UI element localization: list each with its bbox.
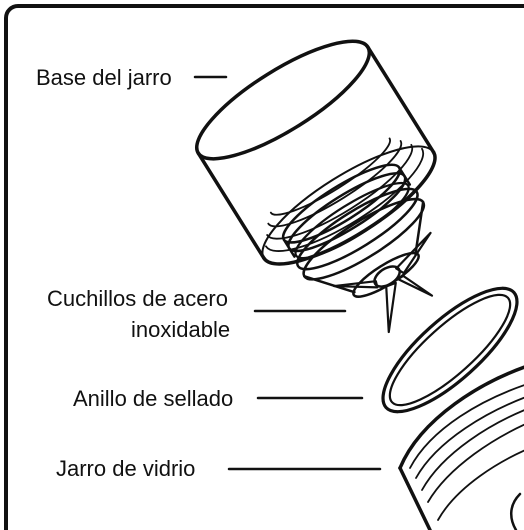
blade-assembly-part bbox=[281, 163, 434, 334]
label-glass-jar: Jarro de vidrio bbox=[56, 456, 196, 481]
label-blades-line1: Cuchillos de acero bbox=[47, 286, 228, 311]
glass-jar-part bbox=[398, 365, 524, 530]
label-jar-base: Base del jarro bbox=[36, 65, 172, 90]
diagram-frame bbox=[4, 4, 524, 530]
label-blades-line2: inoxidable bbox=[131, 317, 231, 342]
jar-base-part bbox=[194, 39, 437, 266]
sealing-ring-part bbox=[381, 286, 519, 414]
label-sealing-ring: Anillo de sellado bbox=[73, 386, 234, 411]
